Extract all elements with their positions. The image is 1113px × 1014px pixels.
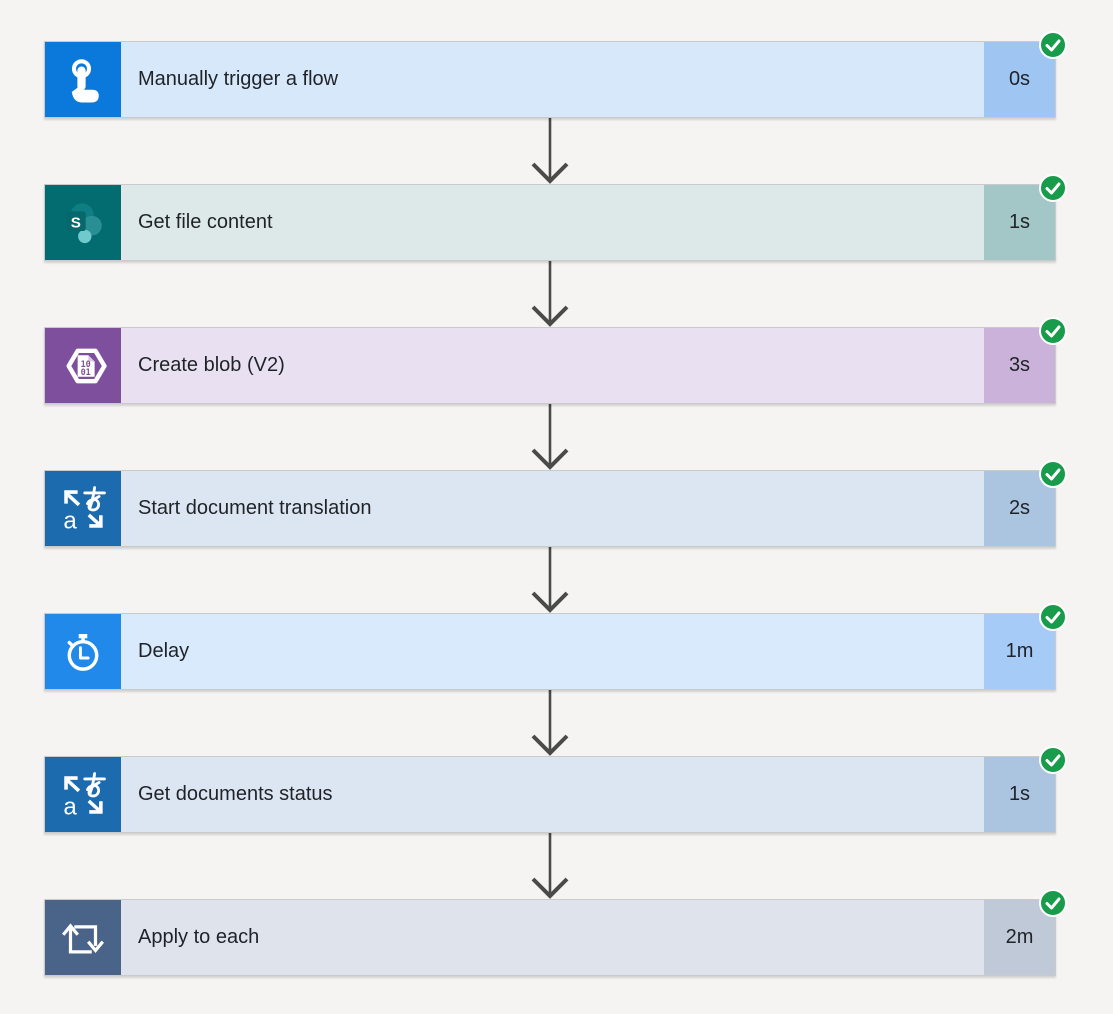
step-duration-text: 2m xyxy=(1005,926,1034,948)
svg-text:a: a xyxy=(63,793,77,819)
connector-arrow-down-icon xyxy=(531,547,569,613)
check-icon xyxy=(1045,897,1061,910)
step-duration-text: 2s xyxy=(1008,497,1031,519)
step-duration-text: 1m xyxy=(1005,640,1034,662)
svg-text:10: 10 xyxy=(81,358,91,368)
step-connector xyxy=(44,261,1056,327)
flow-step-card[interactable]: S Get file content 1s xyxy=(44,174,1067,261)
step-status-success-badge xyxy=(1039,31,1067,59)
step-title: Manually trigger a flow xyxy=(138,68,339,90)
step-status-success-badge xyxy=(1039,174,1067,202)
touch-trigger-icon xyxy=(71,58,99,102)
flow-step-card[interactable]: Apply to each 2m xyxy=(44,889,1067,976)
step-bar: Apply to each xyxy=(121,900,984,975)
azure-blob-icon: 10 01 xyxy=(66,348,107,383)
step-title: Apply to each xyxy=(138,926,260,948)
step-icon: a xyxy=(45,471,121,546)
connector-arrow-down-icon xyxy=(531,690,569,756)
step-icon: 10 01 xyxy=(45,328,121,403)
step-bar: Delay xyxy=(121,614,984,689)
connector-arrow-down-icon xyxy=(531,404,569,470)
step-duration-text: 1s xyxy=(1008,783,1031,805)
connector-arrow-down-icon xyxy=(531,118,569,184)
step-icon: S xyxy=(45,185,121,260)
step-title: Start document translation xyxy=(138,497,372,519)
connector-arrow-down-icon xyxy=(531,261,569,327)
step-title: Delay xyxy=(138,640,190,662)
check-icon xyxy=(1045,468,1061,481)
step-connector xyxy=(44,833,1056,899)
svg-text:a: a xyxy=(63,507,77,533)
step-connector xyxy=(44,690,1056,756)
step-bar: Create blob (V2) xyxy=(121,328,984,403)
translator-icon: a xyxy=(63,485,106,534)
step-icon xyxy=(45,614,121,689)
step-status-success-badge xyxy=(1039,746,1067,774)
step-bar: Start document translation xyxy=(121,471,984,546)
apply-to-each-icon xyxy=(61,922,105,953)
flow-step-card[interactable]: a Get documents status 1s xyxy=(44,746,1067,833)
delay-icon xyxy=(67,633,99,671)
step-status-success-badge xyxy=(1039,460,1067,488)
sharepoint-icon: S xyxy=(66,202,102,243)
check-icon xyxy=(1045,611,1061,624)
flow-step-card[interactable]: 10 01 Create blob (V2) 3s xyxy=(44,317,1067,404)
svg-text:S: S xyxy=(71,214,81,231)
step-connector xyxy=(44,118,1056,184)
step-title: Get file content xyxy=(138,211,273,233)
check-icon xyxy=(1045,325,1061,338)
step-bar: Get documents status xyxy=(121,757,984,832)
step-icon xyxy=(45,900,121,975)
step-icon: a xyxy=(45,757,121,832)
flow-step-card[interactable]: Manually trigger a flow 0s xyxy=(44,31,1067,118)
step-title: Get documents status xyxy=(138,783,333,805)
step-duration-text: 1s xyxy=(1008,211,1031,233)
connector-arrow-down-icon xyxy=(531,833,569,899)
translator-icon: a xyxy=(63,771,106,820)
step-bar: Manually trigger a flow xyxy=(121,42,984,117)
step-duration-text: 0s xyxy=(1008,68,1031,90)
step-bar: Get file content xyxy=(121,185,984,260)
step-connector xyxy=(44,404,1056,470)
step-status-success-badge xyxy=(1039,889,1067,917)
step-status-success-badge xyxy=(1039,603,1067,631)
flow-run-diagram: Manually trigger a flow 0s S Get file co… xyxy=(44,31,1067,976)
check-icon xyxy=(1045,39,1061,52)
step-duration-text: 3s xyxy=(1008,354,1031,376)
step-title: Create blob (V2) xyxy=(138,354,285,376)
flow-step-card[interactable]: a Start document translation 2s xyxy=(44,460,1067,547)
check-icon xyxy=(1045,754,1061,767)
step-status-success-badge xyxy=(1039,317,1067,345)
flow-step-card[interactable]: Delay 1m xyxy=(44,603,1067,690)
check-icon xyxy=(1045,182,1061,195)
step-connector xyxy=(44,547,1056,613)
svg-text:01: 01 xyxy=(81,366,91,376)
step-icon xyxy=(45,42,121,117)
